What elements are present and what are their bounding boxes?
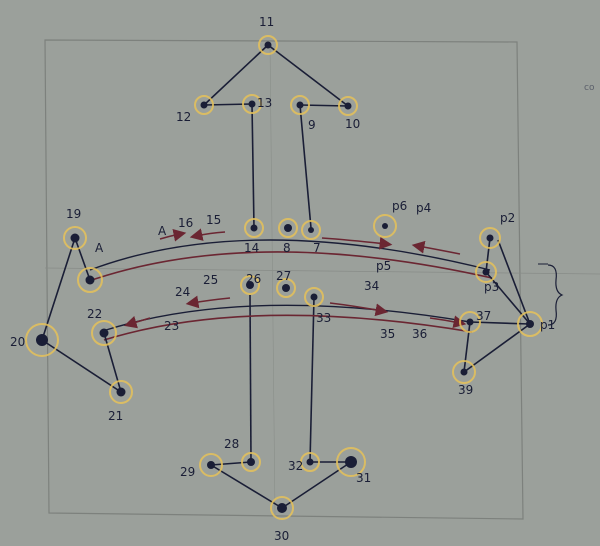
node-27: [282, 284, 290, 292]
label-25: 25: [203, 273, 218, 287]
label-16: 16: [178, 216, 193, 230]
node-37: [466, 318, 474, 326]
node-p3: [482, 268, 490, 276]
label-35: 35: [380, 327, 395, 341]
label-10: 10: [345, 117, 360, 131]
label-7: 7: [313, 241, 321, 255]
node-labels: 11 12 13 9 10 19 A A 16 15 14 8 7 p6 p4 …: [10, 15, 595, 543]
construction-line: [44, 267, 600, 275]
node-31: [345, 456, 357, 468]
node-21: [116, 387, 126, 397]
node-14: [250, 224, 258, 232]
label-a-2: A: [158, 224, 167, 238]
label-28: 28: [224, 437, 239, 451]
label-8: 8: [283, 241, 291, 255]
node-39: [460, 368, 468, 376]
label-p6: p6: [392, 199, 407, 213]
node-10: [344, 102, 352, 110]
label-24: 24: [175, 285, 190, 299]
node-a: [85, 275, 95, 285]
node-dots: [36, 41, 534, 513]
label-20: 20: [10, 335, 25, 349]
node-8: [284, 224, 292, 232]
upper-band: [85, 228, 493, 283]
label-21: 21: [108, 409, 123, 423]
label-a-1: A: [95, 241, 104, 255]
label-11: 11: [259, 15, 274, 29]
node-highlights: [25, 35, 543, 520]
label-31: 31: [356, 471, 371, 485]
label-15: 15: [206, 213, 221, 227]
label-p1: p1: [540, 318, 555, 332]
node-p1: [526, 320, 534, 328]
node-9: [296, 101, 304, 109]
label-29: 29: [180, 465, 195, 479]
node-20: [36, 334, 48, 346]
node-33: [310, 293, 318, 301]
label-p2: p2: [500, 211, 515, 225]
node-19: [70, 233, 80, 243]
label-p3: p3: [484, 280, 499, 294]
label-13: 13: [257, 96, 272, 110]
node-30: [277, 503, 287, 513]
node-32: [306, 458, 314, 466]
node-12: [200, 101, 208, 109]
node-26: [246, 281, 254, 289]
label-32: 32: [288, 459, 303, 473]
label-33: 33: [316, 311, 331, 325]
label-19: 19: [66, 207, 81, 221]
label-36: 36: [412, 327, 427, 341]
label-p5: p5: [376, 259, 391, 273]
node-22: [99, 328, 109, 338]
right-wing: [463, 237, 564, 373]
bottom-pyramid: [210, 294, 352, 509]
label-37: 37: [476, 309, 491, 323]
node-p6: [382, 223, 388, 229]
label-12: 12: [176, 110, 191, 124]
label-27: 27: [276, 269, 291, 283]
node-28: [247, 458, 255, 466]
label-23: 23: [164, 319, 179, 333]
label-26: 26: [246, 272, 261, 286]
construction-line: [269, 41, 276, 516]
label-14: 14: [244, 241, 259, 255]
node-29: [207, 461, 215, 469]
label-22: 22: [87, 307, 102, 321]
node-11: [264, 41, 272, 49]
lower-band: [103, 295, 473, 341]
label-39: 39: [458, 383, 473, 397]
label-9: 9: [308, 118, 316, 132]
label-34: 34: [364, 279, 379, 293]
node-7: [308, 227, 314, 233]
node-p2: [486, 234, 494, 242]
label-30: 30: [274, 529, 289, 543]
label-edge-co: co: [584, 83, 595, 93]
label-p4: p4: [416, 201, 431, 215]
node-13: [248, 100, 256, 108]
